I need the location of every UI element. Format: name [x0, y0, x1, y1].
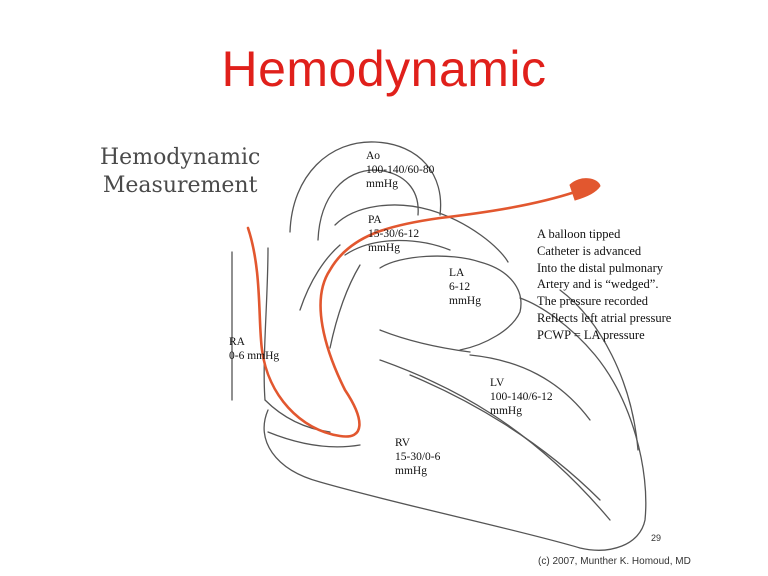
rv-unit: mmHg: [395, 465, 427, 477]
pa-trunk-right: [329, 264, 361, 349]
label-rv: RV 15-30/0-6 mmHg: [395, 436, 440, 478]
septum-2: [379, 359, 611, 521]
heart-right: [559, 289, 639, 451]
note-line: A balloon tipped: [537, 227, 621, 241]
label-ao: Ao 100-140/60-80 mmHg: [366, 149, 434, 191]
la-outline: [379, 255, 522, 351]
ra-pressure: 0-6 mmHg: [229, 350, 280, 362]
ao-pressure: 100-140/60-80: [366, 164, 435, 176]
la-unit: mmHg: [449, 295, 481, 307]
catheter-line: [246, 190, 577, 438]
lv-unit: mmHg: [490, 405, 522, 417]
aorta-inner: [317, 169, 419, 241]
page-number: 29: [651, 533, 662, 543]
note-line: Into the distal pulmonary: [537, 260, 664, 275]
la-lower: [379, 329, 471, 353]
pa-unit: mmHg: [368, 242, 400, 254]
note-line: Reflects left atrial pressure: [537, 310, 672, 325]
label-la: LA 6-12 mmHg: [449, 266, 481, 308]
svc-outline-2: [263, 247, 269, 401]
pa-outline: [334, 204, 509, 263]
copyright-notice: (c) 2007, Munther K. Homoud, MD: [538, 556, 691, 567]
la-pressure: 6-12: [449, 281, 471, 293]
rv-pressure: 15-30/0-6: [395, 451, 441, 463]
lv-name: LV: [490, 377, 505, 389]
rv-border: [267, 431, 361, 448]
note-line: Artery and is “wedged”.: [537, 277, 659, 292]
note-line: Catheter is advanced: [537, 243, 642, 258]
diagram-subtitle: Hemodynamic Measurement: [100, 144, 260, 200]
label-pa: PA 15-30/6-12 mmHg: [368, 213, 419, 255]
heart-outer: [263, 297, 647, 551]
ao-name: Ao: [366, 150, 381, 162]
label-lv: LV 100-140/6-12 mmHg: [490, 376, 553, 418]
pa-outline-2: [344, 239, 451, 256]
rv-name: RV: [395, 437, 411, 449]
balloon-tip-icon: [569, 178, 601, 201]
ra-name: RA: [229, 336, 245, 348]
la-name: LA: [449, 267, 465, 279]
note-line: PCWP = LA pressure: [537, 327, 645, 342]
pa-trunk-left: [299, 244, 341, 311]
note-line: The pressure recorded: [537, 294, 649, 309]
pa-pressure: 15-30/6-12: [368, 228, 420, 240]
catheter-note: A balloon tipped Catheter is advanced In…: [537, 226, 671, 344]
septum: [409, 374, 601, 501]
lv-inner: [469, 354, 591, 421]
ao-unit: mmHg: [366, 178, 398, 190]
subtitle-line-2: Measurement: [102, 173, 258, 198]
slide-title: Hemodynamic: [221, 41, 547, 97]
label-ra: RA 0-6 mmHg: [229, 335, 279, 363]
pa-name: PA: [368, 214, 382, 226]
lv-pressure: 100-140/6-12: [490, 391, 553, 403]
subtitle-line-1: Hemodynamic: [100, 145, 261, 170]
aorta-outline: [289, 141, 442, 233]
